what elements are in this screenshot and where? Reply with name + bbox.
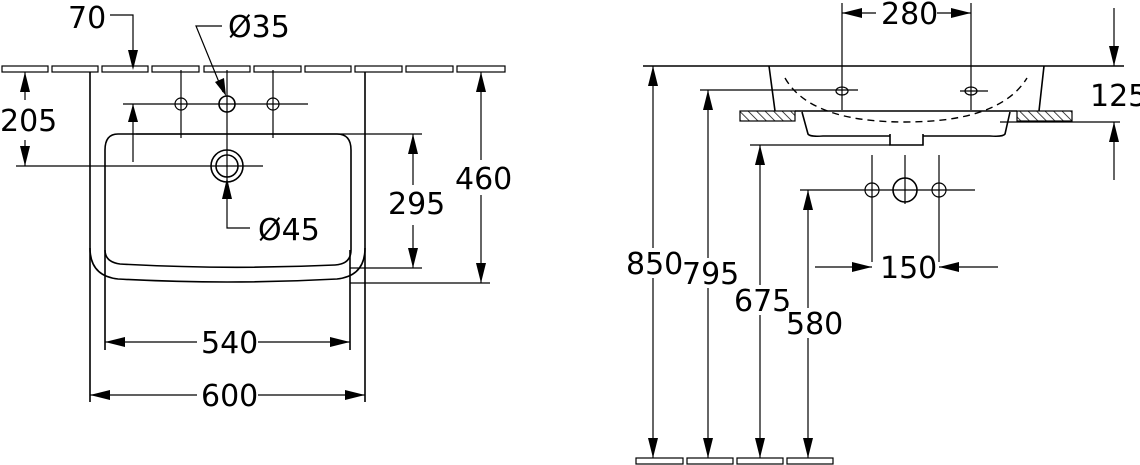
dim-top-height-label: 850	[626, 247, 683, 282]
dim-bowl-width-label: 540	[201, 326, 258, 361]
wall-strip	[1, 65, 506, 73]
dim-total-width-label: 600	[201, 379, 258, 414]
dim-total-depth-label: 460	[455, 162, 512, 197]
bowl-outline	[104, 133, 352, 269]
dim-drain-hole-label: Ø45	[258, 213, 320, 248]
dim-supply-spacing-label: 150	[880, 251, 937, 286]
side-view: 280 125 150 850 795 675 580	[626, 0, 1140, 465]
dim-hole-spacing-label: 280	[881, 0, 938, 32]
tap-hole-icon	[835, 86, 978, 96]
dim-tap-height-label: 795	[682, 257, 739, 292]
basin-profile	[768, 65, 1045, 138]
floor-strip	[635, 457, 834, 465]
dim-waste-height-label: 675	[734, 284, 791, 319]
dim-drain-depth-label: 205	[0, 104, 57, 139]
waste-outlet	[889, 134, 924, 146]
countertop-left	[739, 110, 796, 122]
top-view: 70 Ø35 205 Ø45 295 460 540 600	[0, 1, 512, 414]
dim-bowl-depth-label: 295	[388, 187, 445, 222]
dim-supply-height-label: 580	[786, 307, 843, 342]
countertop-right	[1016, 110, 1073, 122]
dim-tap-offset-label: 70	[68, 1, 106, 36]
dim-basin-height-label: 125	[1090, 79, 1140, 114]
supply-hole-icon	[864, 177, 947, 203]
basin-outline	[89, 72, 366, 283]
dim-tap-hole-label: Ø35	[228, 10, 290, 45]
tap-hole-icon	[174, 95, 280, 113]
